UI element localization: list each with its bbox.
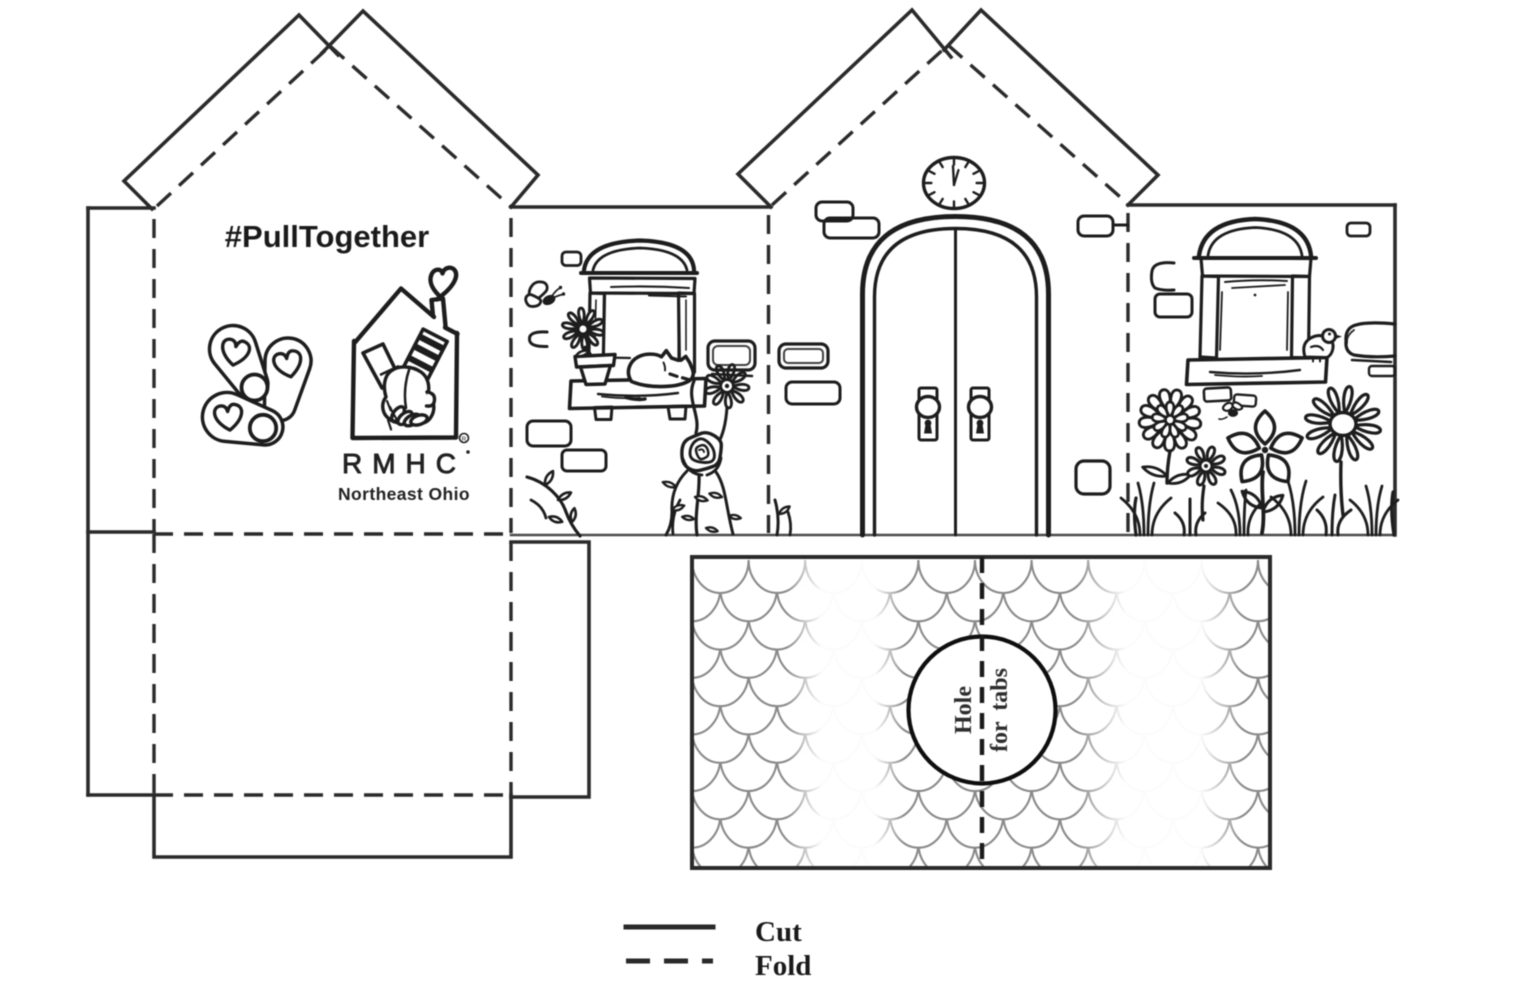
svg-text:Cut: Cut (755, 916, 802, 948)
svg-text:Fold: Fold (755, 950, 811, 982)
svg-text:Northeast Ohio: Northeast Ohio (338, 484, 470, 504)
svg-text:#PullTogether: #PullTogether (225, 219, 429, 254)
svg-text:RMHC: RMHC (342, 448, 466, 479)
svg-text:for tabs: for tabs (987, 668, 1013, 752)
svg-text:Hole: Hole (951, 686, 977, 734)
svg-text:R: R (462, 436, 467, 443)
